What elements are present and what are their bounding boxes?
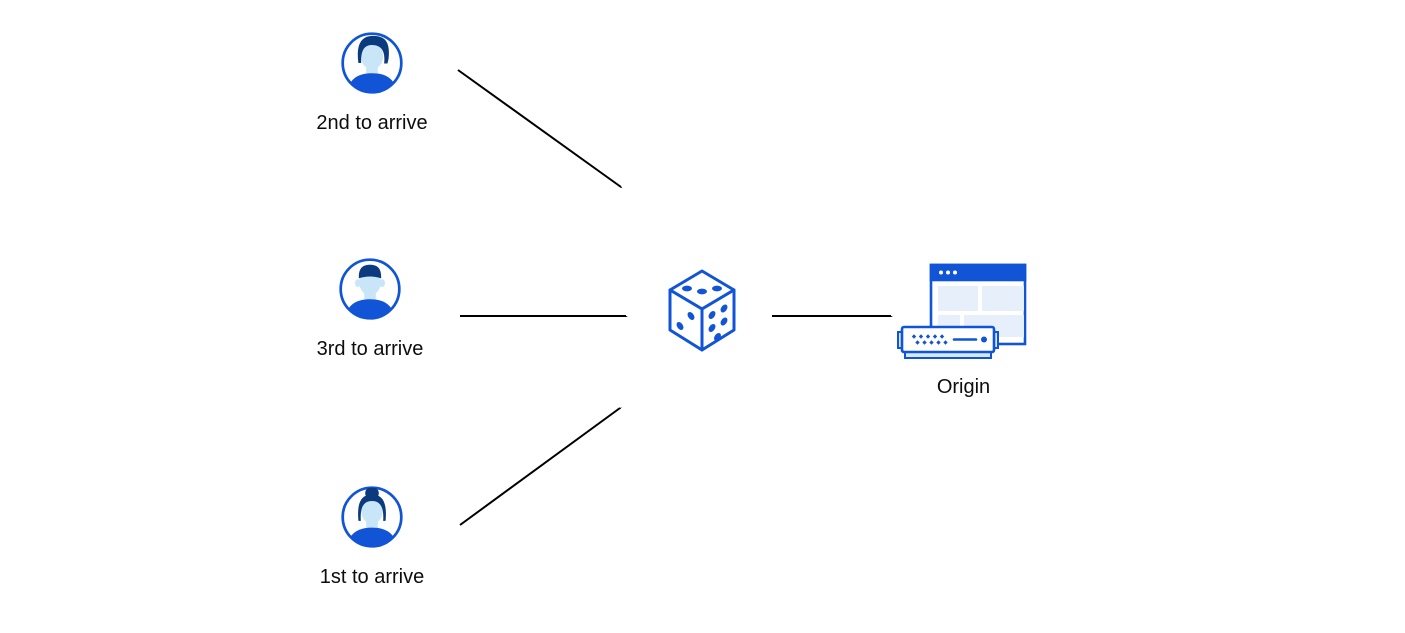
origin-server-browser-icon [897,263,1027,359]
client-label: 1st to arrive [319,566,425,588]
user-avatar-male-swept-hair-icon [341,32,403,94]
origin-node: Origin [896,263,1031,399]
user-avatar-female-bun-icon [341,486,403,548]
arrow-user1-to-dice [459,408,620,526]
origin-label: Origin [936,376,991,398]
user-avatar-male-flat-top-icon [339,258,401,320]
client-label: 3rd to arrive [316,338,424,360]
server-vents [911,334,948,345]
client-label: 2nd to arrive [316,112,428,134]
dice-icon [668,269,736,352]
client-node-2nd: 2nd to arrive [292,30,452,135]
random-selector-node [668,269,736,354]
client-node-3rd: 3rd to arrive [290,256,450,361]
arrow-user2-to-dice [457,69,621,187]
client-node-1st: 1st to arrive [292,484,452,589]
